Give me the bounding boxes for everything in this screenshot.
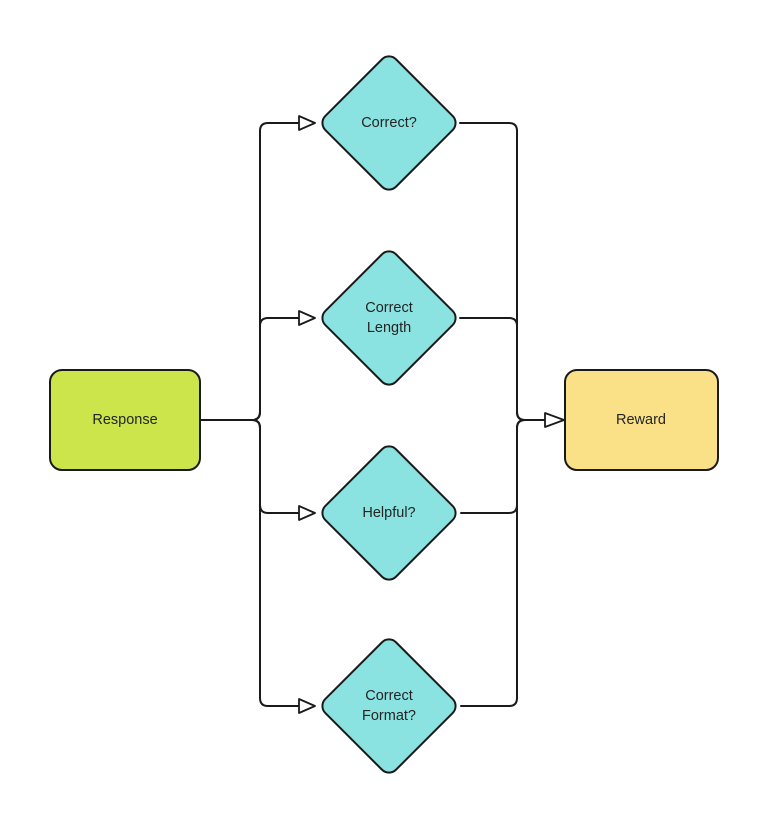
edge-response-to-correct-length [199,317,300,421]
node-correct-format-label: Correct Format? [362,686,416,726]
arrowhead-into-reward [544,412,565,428]
node-correct-length-label-line2: Length [366,320,412,336]
node-correct-length-label: Correct Length [365,298,413,338]
arrowhead-into-helpful [298,505,316,521]
node-reward-label: Reward [616,412,666,428]
edge-correct-to-reward [459,122,546,421]
edge-response-to-correct-format [199,419,300,707]
node-helpful-label: Helpful? [362,503,415,523]
arrowhead-group [298,115,565,714]
node-response-label: Response [92,412,158,428]
node-correct-length-shape [321,250,457,386]
edge-response-to-helpful [199,419,300,514]
node-correct-length-label-line1: Correct [365,300,413,316]
node-correct-format-label-line1: Correct [365,688,413,704]
node-correct-format-shape [321,638,457,774]
edge-correct-length-to-reward [459,317,546,421]
node-correct-format-label-line2: Format? [362,708,416,724]
node-helpful-shape [321,445,457,581]
arrowhead-into-correct [298,115,316,131]
edge-response-to-correct [199,122,300,421]
arrowhead-into-correct-length [298,310,316,326]
edge-group [199,122,546,707]
node-correct-label-line: Correct? [361,115,417,131]
node-reward-shape [564,369,719,471]
node-response-shape [49,369,201,471]
edge-correct-format-to-reward [460,419,546,707]
node-correct-label: Correct? [361,113,417,133]
edge-helpful-to-reward [460,419,546,514]
node-helpful-label-line: Helpful? [362,505,416,521]
arrowhead-into-correct-format [298,698,316,714]
node-correct-shape [321,55,457,191]
